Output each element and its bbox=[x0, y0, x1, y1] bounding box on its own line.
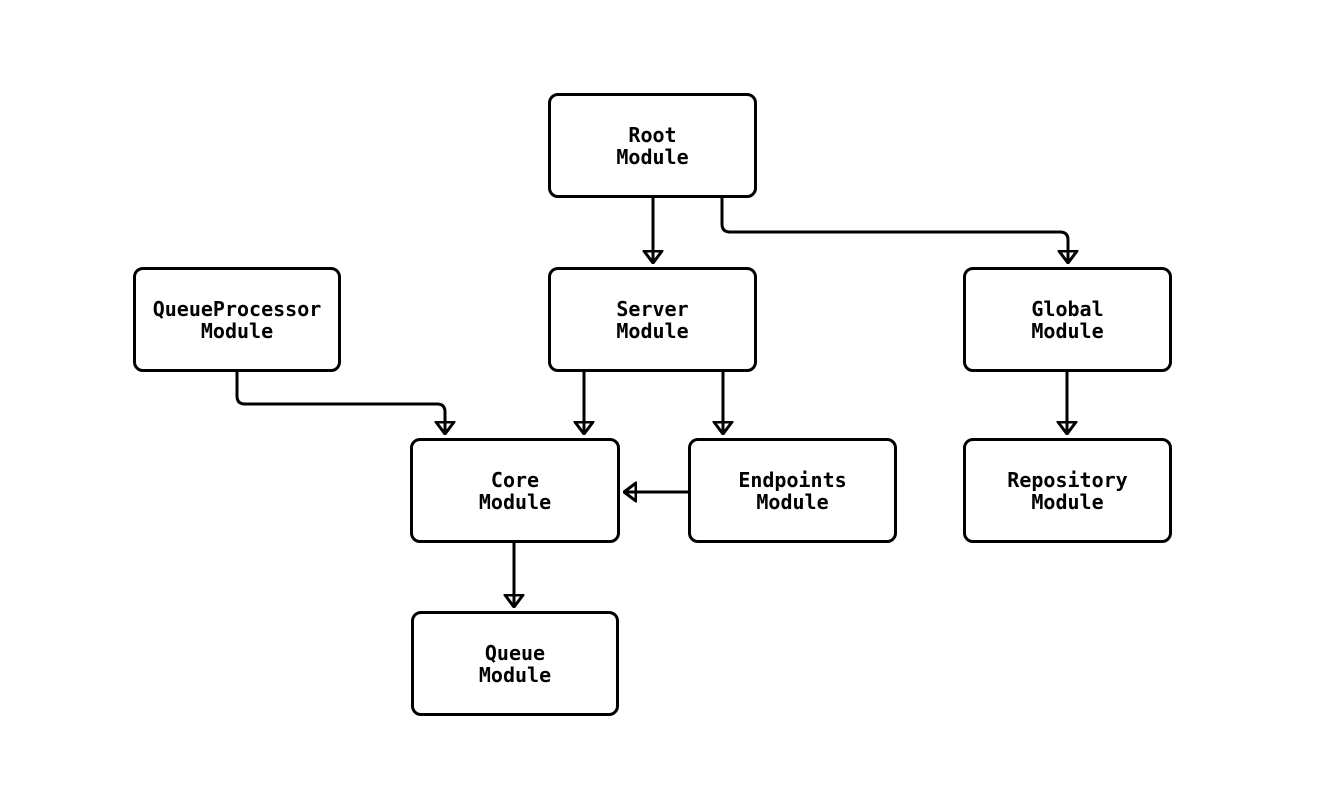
node-label-line: Global bbox=[1031, 296, 1104, 321]
node-label-line: Core bbox=[490, 467, 540, 492]
node-label-line: QueueProcessor bbox=[152, 296, 322, 321]
node-repository-module: Repository Module bbox=[963, 438, 1172, 543]
node-label-line: Module bbox=[1031, 489, 1104, 514]
node-label-line: Module bbox=[756, 489, 829, 514]
node-label-line: Module bbox=[616, 318, 689, 343]
node-queue-module: Queue Module bbox=[411, 611, 619, 716]
node-label-line: Module bbox=[200, 318, 274, 343]
node-label-line: Repository bbox=[1007, 467, 1128, 492]
node-label-line: Server bbox=[616, 296, 689, 321]
edge-queueprocessor-to-core bbox=[235, 372, 445, 434]
node-label-line: Module bbox=[1031, 318, 1104, 343]
edge-root-to-global bbox=[720, 197, 1068, 263]
node-label-line: Module bbox=[478, 489, 552, 514]
node-core-module: Core Module bbox=[410, 438, 620, 543]
node-root-module: Root Module bbox=[548, 93, 757, 198]
node-label-line: Root bbox=[628, 122, 677, 147]
node-label-line: Endpoints bbox=[738, 467, 847, 492]
node-global-module: Global Module bbox=[963, 267, 1172, 372]
node-label-line: Module bbox=[478, 662, 552, 687]
node-queueprocessor-module: QueueProcessor Module bbox=[133, 267, 341, 372]
node-endpoints-module: Endpoints Module bbox=[688, 438, 897, 543]
node-label-line: Module bbox=[616, 144, 689, 169]
node-label-line: Queue bbox=[484, 640, 546, 665]
node-server-module: Server Module bbox=[548, 267, 757, 372]
